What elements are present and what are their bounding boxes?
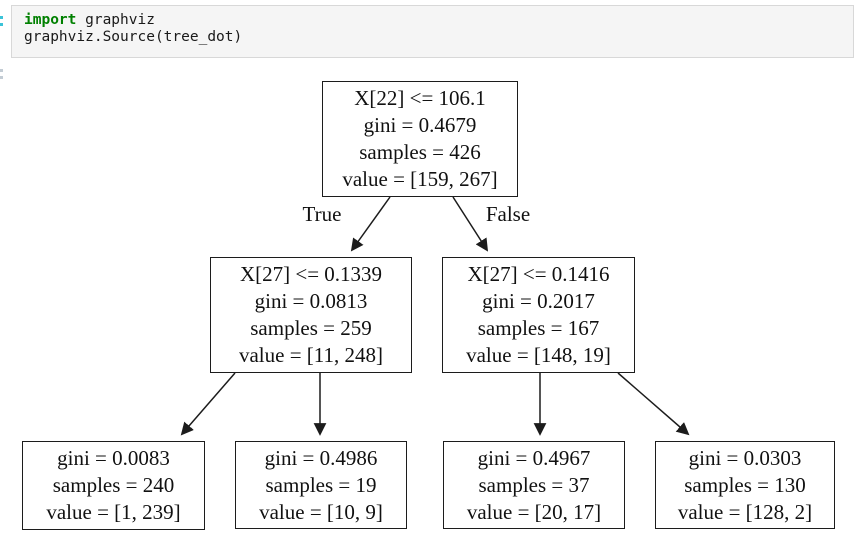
node-samples: samples = 37 <box>478 472 590 497</box>
node-samples: samples = 240 <box>52 473 175 497</box>
prompt-colon-dot <box>0 69 3 72</box>
prompt-colon-dot <box>0 76 3 79</box>
prompt-colon-dot <box>0 16 3 19</box>
node-value: value = [11, 248] <box>238 343 384 367</box>
node-samples: samples = 426 <box>359 140 481 164</box>
input-prompt-fragment <box>0 16 3 28</box>
tree-node-right-child: X[27] <= 0.1416 gini = 0.2017 samples = … <box>442 257 635 373</box>
tree-node-leaf-2: gini = 0.4986 samples = 19 value = [10, … <box>235 441 407 529</box>
tree-node-root: X[22] <= 106.1 gini = 0.4679 samples = 4… <box>322 81 518 197</box>
node-value: value = [128, 2] <box>677 499 813 524</box>
node-value: value = [159, 267] <box>342 167 498 191</box>
node-samples: samples = 19 <box>265 472 377 497</box>
code-line-1: import graphviz <box>24 12 853 29</box>
edge-label-true: True <box>302 202 342 226</box>
node-value: value = [1, 239] <box>46 500 181 524</box>
code-cell[interactable]: import graphviz graphviz.Source(tree_dot… <box>11 5 854 58</box>
node-gini: gini = 0.0083 <box>57 446 170 470</box>
prompt-colon-dot <box>0 23 3 26</box>
node-samples: samples = 130 <box>684 472 806 497</box>
node-condition: X[22] <= 106.1 <box>354 86 486 110</box>
node-condition: X[27] <= 0.1339 <box>239 262 383 286</box>
import-keyword: import <box>24 12 77 28</box>
tree-node-leaf-1: gini = 0.0083 samples = 240 value = [1, … <box>22 441 205 530</box>
node-gini: gini = 0.4986 <box>264 445 378 470</box>
code-line-2: graphviz.Source(tree_dot) <box>24 29 243 45</box>
node-value: value = [10, 9] <box>259 499 383 524</box>
node-samples: samples = 167 <box>477 316 600 340</box>
edge-label-false: False <box>485 202 531 226</box>
tree-node-leaf-4: gini = 0.0303 samples = 130 value = [128… <box>655 441 835 529</box>
tree-node-left-child: X[27] <= 0.1339 gini = 0.0813 samples = … <box>210 257 412 373</box>
node-gini: gini = 0.0813 <box>254 289 368 313</box>
node-gini: gini = 0.2017 <box>482 289 595 313</box>
tree-node-leaf-3: gini = 0.4967 samples = 37 value = [20, … <box>443 441 625 529</box>
node-gini: gini = 0.4967 <box>477 445 591 470</box>
node-condition: X[27] <= 0.1416 <box>467 262 610 286</box>
node-value: value = [148, 19] <box>466 343 611 367</box>
node-gini: gini = 0.0303 <box>688 445 802 470</box>
output-prompt-fragment <box>0 69 3 81</box>
node-samples: samples = 259 <box>250 316 372 340</box>
code-line-1-rest: graphviz <box>76 12 155 28</box>
node-gini: gini = 0.4679 <box>363 113 477 137</box>
node-value: value = [20, 17] <box>466 499 602 524</box>
